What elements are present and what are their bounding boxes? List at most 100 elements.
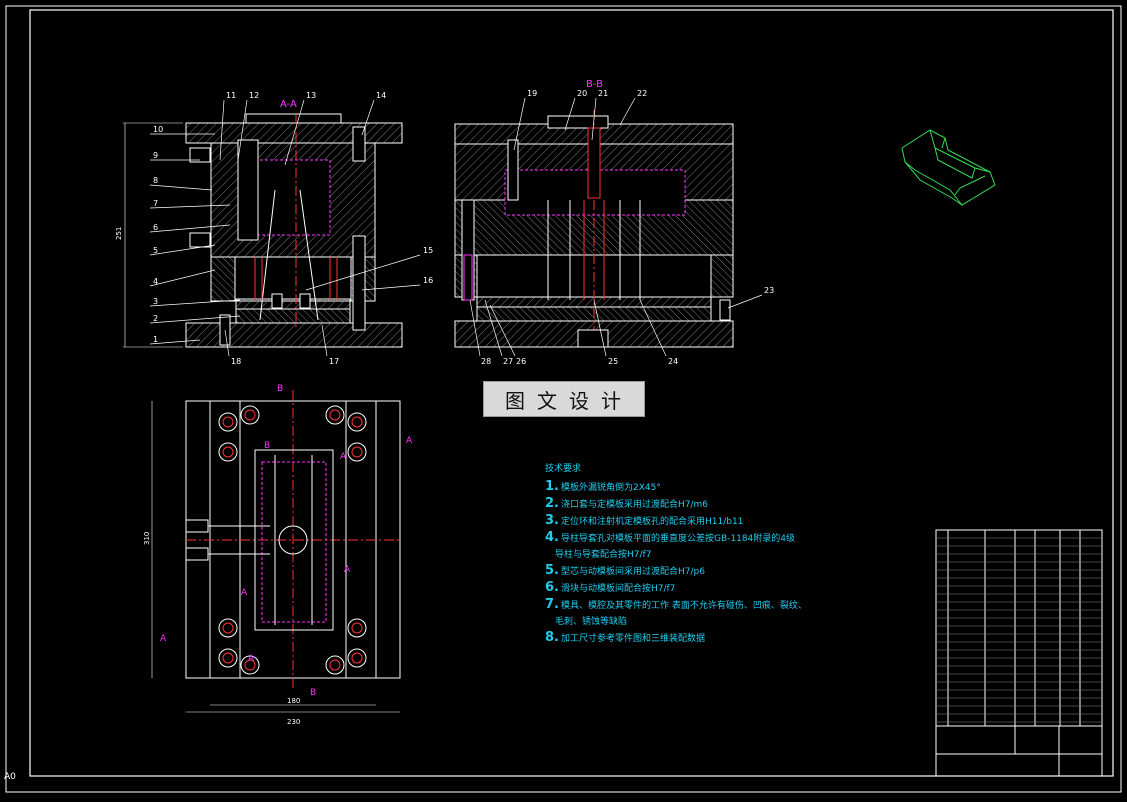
bolt-hole-circle: [329, 659, 341, 671]
tech-requirement-text: 导柱导套孔对模板平面的垂直度公差按GB-1184附录的4级: [560, 534, 796, 544]
tech-requirement-item: 1.模板外漏锐角倒为2X45°: [545, 479, 807, 496]
section-mark-a-inner-4: A: [248, 654, 255, 664]
bolt-hole-circle: [329, 409, 341, 421]
callout-20: 20: [577, 89, 587, 98]
callout-15: 15: [423, 246, 433, 255]
section-mark-a-inner-3: A: [241, 588, 248, 598]
tech-requirement-text: 导柱与导套配合按H7/f7: [555, 550, 652, 560]
section-mark-b-top: B: [277, 384, 283, 394]
sheet-size-label: A0: [4, 772, 16, 782]
tech-requirement-number: 8.: [545, 630, 559, 645]
tech-requirement-item: 7.模具、模腔及其零件的工作 表面不允许有碰伤、凹痕、裂纹、: [545, 597, 807, 614]
callout-leader-7: [149, 204, 231, 209]
tech-requirement-text: 模板外漏锐角倒为2X45°: [560, 483, 661, 493]
bolt-hole-circle: [347, 442, 367, 462]
section-mark-a-left: A: [160, 634, 167, 644]
callout-leader-11: [219, 99, 225, 161]
callout-leader-19: [513, 97, 526, 151]
callout-9: 9: [153, 151, 158, 160]
tech-requirement-item: 2.浇口套与定模板采用过渡配合H7/m6: [545, 496, 807, 513]
tech-requirement-text: 浇口套与定模板采用过渡配合H7/m6: [560, 500, 709, 510]
callout-27: 27: [503, 357, 513, 366]
callout-24: 24: [668, 357, 678, 366]
bolt-hole-circle: [325, 405, 345, 425]
tech-requirement-item: 6.滑块与动模板间配合按H7/f7: [545, 580, 807, 597]
callout-leader-17: [321, 324, 328, 357]
tech-requirement-number: 2.: [545, 496, 559, 511]
tech-requirement-text: 加工尺寸参考零件图和三维装配数据: [560, 634, 705, 644]
callout-14: 14: [376, 91, 386, 100]
bolt-hole-circle: [351, 446, 363, 458]
tech-requirement-text: 模具、模腔及其零件的工作 表面不允许有碰伤、凹痕、裂纹、: [560, 601, 807, 611]
tech-requirement-number: 3.: [545, 513, 559, 528]
outer-border: [5, 5, 1122, 793]
title-block: [935, 529, 1103, 777]
bolt-hole-circle: [347, 412, 367, 432]
callout-leader-13: [284, 99, 305, 166]
bolt-hole-circle: [222, 652, 234, 664]
section-mark-b-inner: B: [264, 441, 270, 451]
callout-leader-26: [489, 304, 516, 357]
inner-border: [29, 9, 1114, 777]
callout-18: 18: [231, 357, 241, 366]
bolt-hole-circle: [218, 648, 238, 668]
callout-12: 12: [249, 91, 259, 100]
watermark-banner: 图文设计: [483, 381, 645, 417]
plan-bolt-circles: [218, 405, 367, 675]
part-3d-view: [901, 129, 996, 206]
tech-requirement-item: 5.型芯与动模板间采用过渡配合H7/p6: [545, 563, 807, 580]
callout-17: 17: [329, 357, 339, 366]
callout-leader-15: [305, 254, 421, 291]
callout-leader-14: [361, 99, 375, 136]
callout-leader-3: [149, 299, 241, 307]
callout-7: 7: [153, 199, 158, 208]
side-section-view: [454, 110, 734, 348]
tech-requirement-number: 4.: [545, 530, 559, 545]
tech-requirement-text: 定位环和注射机定模板孔的配合采用H11/b11: [560, 517, 744, 527]
bolt-hole-circle: [222, 416, 234, 428]
callout-leader-4: [149, 269, 216, 287]
bolt-hole-circle: [325, 655, 345, 675]
callout-23: 23: [764, 286, 774, 295]
callout-16: 16: [423, 276, 433, 285]
section-bb-label: B-B: [586, 79, 603, 90]
callout-8: 8: [153, 176, 158, 185]
tech-requirements-title: 技术要求: [545, 464, 582, 474]
bolt-hole-circle: [240, 655, 260, 675]
callout-22: 22: [637, 89, 647, 98]
callout-1: 1: [153, 335, 158, 344]
callout-leader-1: [149, 339, 201, 345]
callout-leader-27: [484, 299, 503, 357]
section-mark-a-inner-2: A: [344, 565, 351, 575]
tech-requirement-text: 毛刺、锈蚀等缺陷: [555, 617, 628, 627]
bolt-hole-circle: [222, 446, 234, 458]
front-section-view: [123, 113, 403, 348]
callout-28: 28: [481, 357, 491, 366]
tech-requirement-number: 5.: [545, 563, 559, 578]
callout-10: 10: [153, 125, 163, 134]
callout-leader-24: [639, 299, 667, 357]
tech-requirement-number: 6.: [545, 580, 559, 595]
tech-requirement-item: 3.定位环和注射机定模板孔的配合采用H11/b11: [545, 513, 807, 530]
callout-2: 2: [153, 314, 158, 323]
callout-leader-23: [727, 294, 763, 309]
callout-25: 25: [608, 357, 618, 366]
tech-requirement-item: 8.加工尺寸参考零件图和三维装配数据: [545, 630, 807, 647]
callout-leader-22: [619, 97, 636, 126]
callout-leaders: [149, 97, 763, 357]
bolt-hole-circle: [218, 618, 238, 638]
bolt-hole-circle: [244, 409, 256, 421]
bolt-hole-circle: [218, 442, 238, 462]
bolt-hole-circle: [351, 652, 363, 664]
dim-front-height: 251: [115, 227, 123, 240]
callout-leader-28: [469, 299, 481, 357]
bolt-hole-circle: [218, 412, 238, 432]
callout-leader-21: [591, 97, 597, 141]
callout-leader-2: [149, 315, 241, 324]
section-mark-a-right: A: [406, 436, 413, 446]
callout-leader-12: [237, 99, 248, 161]
bolt-hole-circle: [244, 659, 256, 671]
